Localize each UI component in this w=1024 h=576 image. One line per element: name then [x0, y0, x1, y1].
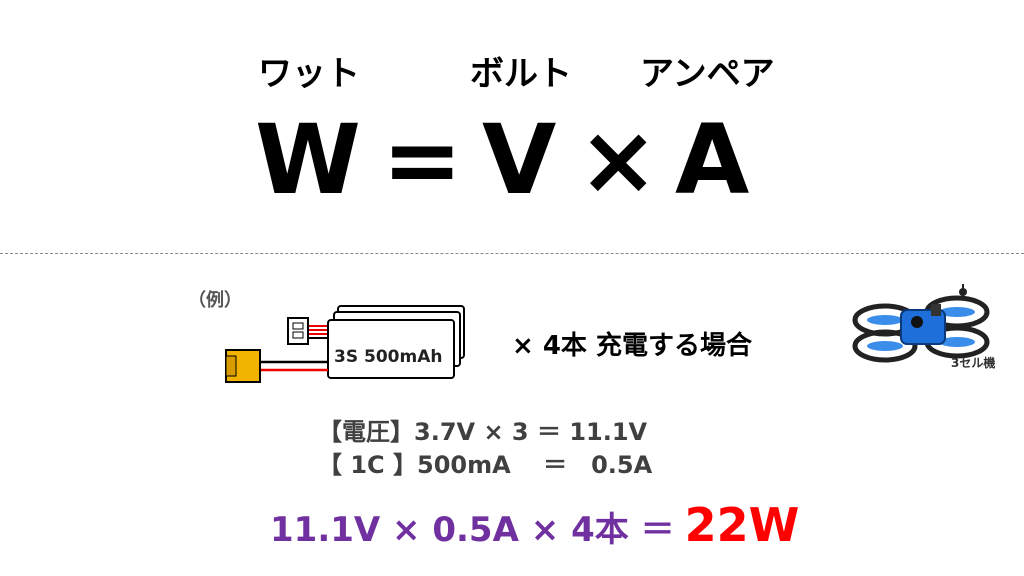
- c-rating-expression: 500mA ＝ 0.5A: [417, 451, 653, 479]
- result-line: 11.1V × 0.5A × 4本 ＝22W: [270, 502, 799, 548]
- result-value: 22W: [684, 498, 800, 552]
- battery-label: 3S 500mAh: [334, 347, 443, 367]
- formula-a: A: [675, 104, 750, 216]
- balance-connector: [287, 317, 309, 345]
- formula-w: W: [255, 104, 361, 216]
- c-rating-line: 【 1C 】500mA ＝ 0.5A: [318, 445, 652, 480]
- formula-v: V: [482, 104, 557, 216]
- voltage-label: 【電圧】: [318, 418, 414, 446]
- watt-label: ワット: [258, 54, 360, 94]
- voltage-expression: 3.7V × 3 ＝ 11.1V: [414, 418, 648, 446]
- dashed-divider: [0, 253, 1024, 254]
- xt-connector: [225, 349, 261, 383]
- formula-equals: =: [382, 104, 463, 216]
- result-expression: 11.1V × 0.5A × 4本 ＝: [270, 510, 675, 550]
- battery-pack-illustration: [225, 305, 465, 383]
- charge-count-text: × 4本 充電する場合: [512, 331, 752, 361]
- volt-label: ボルト: [470, 54, 572, 94]
- ampere-label: アンペア: [640, 54, 775, 94]
- c-rating-label: 【 1C 】: [318, 451, 418, 479]
- drone-label: 3セル機: [951, 356, 996, 370]
- example-label: （例）: [188, 290, 242, 311]
- drone-image: [852, 284, 990, 363]
- voltage-line: 【電圧】3.7V × 3 ＝ 11.1V: [318, 412, 647, 447]
- formula-times: ×: [578, 104, 659, 216]
